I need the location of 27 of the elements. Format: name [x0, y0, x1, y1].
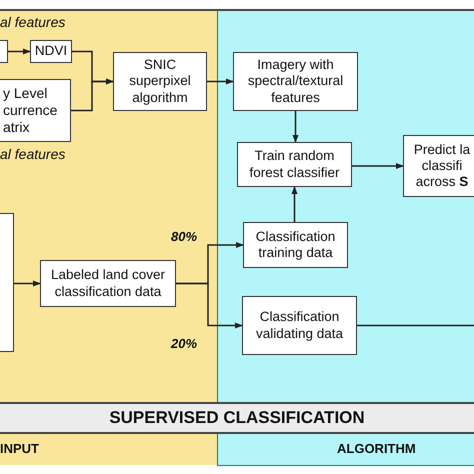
process-box: Imagery with spectral/textural features [233, 52, 358, 111]
column-label: INPUT [0, 432, 217, 465]
title-band: SUPERVISED CLASSIFICATION [0, 402, 474, 434]
arrow [292, 186, 298, 222]
arrow [352, 163, 404, 169]
arrow [292, 111, 298, 143]
arrow [8, 48, 31, 54]
process-box: Predict la classifi across S [403, 135, 474, 197]
process-box: Classification training data [243, 222, 348, 268]
section-label: al features [0, 14, 66, 30]
empty-box [0, 40, 8, 63]
process-box: y Level currence atrix [0, 79, 71, 142]
edge-label: 80% [170, 229, 198, 244]
arrow [176, 282, 243, 328]
process-box: NDVI [30, 40, 72, 63]
process-box: SNIC superpixel algorithm [113, 52, 207, 111]
arrow [71, 78, 114, 112]
column-label: ALGORITHM [217, 432, 474, 465]
arrow [14, 280, 41, 286]
arrow [207, 78, 234, 84]
process-box: Train random forest classifier [237, 142, 352, 187]
section-label: al features [0, 146, 66, 162]
edge-label: 20% [170, 336, 198, 351]
process-box: Classification validating data [242, 296, 357, 355]
connector-line [357, 324, 474, 326]
process-box: Labeled land cover classification data [40, 260, 176, 307]
empty-box [0, 213, 14, 352]
